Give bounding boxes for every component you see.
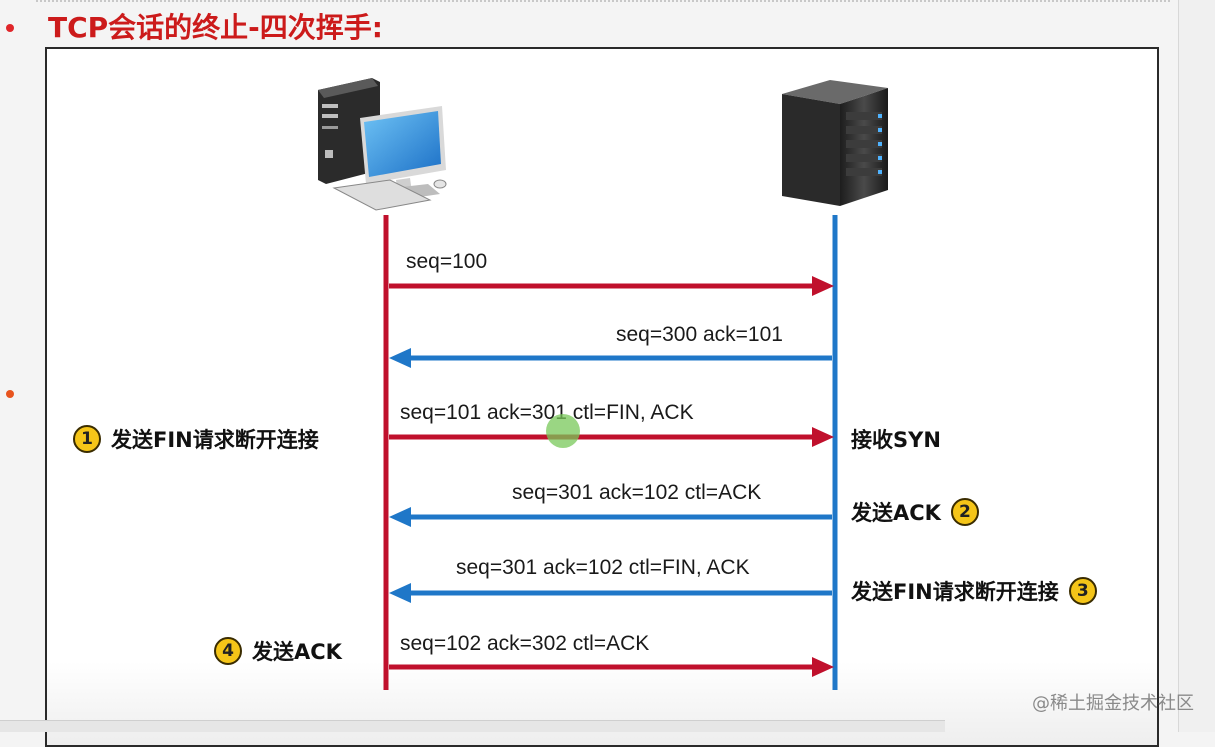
step-number-badge: 2 [950, 498, 979, 526]
diagram-frame [45, 47, 1159, 747]
step-number-badge: 4 [214, 637, 242, 665]
arrow-fin-3 [389, 583, 832, 603]
bottom-bar [0, 720, 945, 732]
message-label: seq=301 ack=102 ctl=FIN, ACK [456, 556, 750, 579]
right-scroll-strip [1178, 0, 1215, 732]
step-number-badge: 3 [1068, 577, 1097, 605]
step-3-annotation: 发送FIN请求断开连接 3 [851, 576, 1097, 606]
step-label: 发送ACK [851, 501, 941, 525]
message-label: seq=101 ack=301 ctl=FIN, ACK [400, 401, 694, 424]
arrow-ack-4 [389, 657, 834, 677]
message-label: seq=300 ack=101 [616, 323, 783, 346]
sequence-diagram [318, 78, 888, 690]
pointer-highlight [546, 414, 580, 448]
step-label: 发送FIN请求断开连接 [111, 428, 319, 452]
step-2-annotation: 发送ACK 2 [851, 497, 979, 527]
title-bullet [6, 24, 14, 32]
slide-title: TCP会话的终止-四次挥手: [48, 11, 383, 44]
step-number-badge: 1 [73, 425, 101, 453]
receive-annotation: 接收SYN [851, 424, 941, 454]
watermark: @稀土掘金技术社区 [1032, 693, 1194, 714]
slide-top-border [36, 0, 1170, 4]
step-1-annotation: 1 发送FIN请求断开连接 [73, 424, 319, 454]
step-label: 发送FIN请求断开连接 [851, 580, 1059, 604]
message-label: seq=102 ack=302 ctl=ACK [400, 632, 650, 655]
desktop-computer-icon [318, 78, 447, 211]
side-bullet [6, 390, 14, 398]
arrow-fin-1 [389, 427, 834, 447]
step-label: 发送ACK [252, 640, 342, 664]
arrow-ack-2 [389, 507, 832, 527]
step-4-annotation: 4 发送ACK [214, 636, 342, 666]
server-rack-icon [782, 80, 888, 206]
arrow-seq-100 [389, 276, 834, 296]
arrow-seq-300 [389, 348, 832, 368]
step-label: 接收SYN [851, 428, 941, 452]
message-label: seq=100 [406, 250, 488, 273]
message-label: seq=301 ack=102 ctl=ACK [512, 481, 762, 504]
